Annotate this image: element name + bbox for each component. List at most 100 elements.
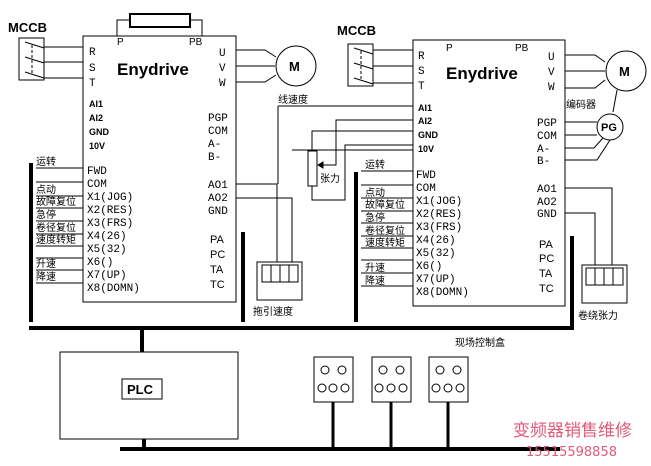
terminal-u-right: U [548,52,555,64]
terminal-x5-left: X5(32) [87,244,127,256]
terminal-pgp-right: PGP [537,118,557,130]
terminal-r-left: R [89,47,96,59]
terminal-v-left: V [219,63,226,75]
terminal-x7-right: X7(UP) [416,274,456,286]
mccb-left-contacts [24,41,45,79]
terminal-ao1-left: AO1 [208,180,228,192]
drive-left-box [82,35,237,303]
motor-right-icon [605,50,647,92]
right-digital-inputs: FWD COM X1(JOG) X2(RES) X3(FRS) X4(26) X… [416,170,469,299]
terminal-ai1-right: AI1 [418,103,432,113]
mccb-right-breaker [347,43,374,87]
terminal-p-left: P [117,37,124,48]
left-signal-labels: 运转 点动 故障复位 急停 卷径复位 速度转矩 升速 降速 [36,155,76,283]
field-control-box-label: 现场控制盒 [455,336,505,349]
terminal-x1-right: X1(JOG) [416,196,462,208]
tension-pot-wiper [322,119,413,166]
line-speed-label: 线速度 [278,93,308,106]
terminal-ai2-right: AI2 [418,116,432,126]
signal-down-right: 降速 [365,274,385,287]
terminal-pc-right: PC [539,253,554,265]
terminal-pgp-left: PGP [208,113,228,125]
right-ao-wires [565,187,613,265]
right-encoder-wires [565,121,611,161]
left-signal-wires [36,167,83,284]
encoder-coupling [612,89,618,113]
terminal-ta-right: TA [539,268,553,280]
terminal-gnd-right: GND [418,130,439,140]
terminal-x8-left: X8(DOMN) [87,283,140,295]
drive-right-box [412,39,566,307]
terminal-x4-right: X4(26) [416,235,456,247]
signal-run-right: 运转 [365,158,385,171]
brake-resistor-leads [116,19,203,36]
right-signal-labels: 运转 点动 故障复位 急停 卷径复位 速度转矩 升速 降速 [365,158,405,287]
terminal-gnd-ao-right: GND [537,209,557,221]
left-digital-inputs: FWD COM X1(JOG) X2(RES) X3(FRS) X4(26) X… [87,166,140,295]
encoder-label: 编码器 [566,98,596,111]
terminal-p-right: P [446,43,453,54]
encoder-pg-label: PG [601,122,617,134]
terminal-pb-left: PB [189,37,203,48]
terminal-pa-left: PA [210,234,225,246]
terminal-x2-left: X2(RES) [87,205,133,217]
terminal-pc-left: PC [210,249,225,261]
terminal-x6-right: X6() [416,261,442,273]
signal-reset-right: 故障复位 [365,198,405,211]
terminal-a-right: A- [537,144,550,156]
field-control-box-1 [313,356,354,403]
right-rst-wires [373,49,413,84]
terminal-x5-right: X5(32) [416,248,456,260]
signal-estop-right: 急停 [365,211,385,224]
signal-up-left: 升速 [36,258,56,270]
line-speed-wire [277,105,413,184]
terminal-tc-left: TC [210,279,225,291]
terminal-10v-right: 10V [418,144,434,154]
signal-up-right: 升速 [365,262,385,274]
terminal-b-left: B- [208,152,221,164]
drive-right-brand: Enydrive [446,64,518,83]
signal-jog-left: 点动 [36,184,56,196]
plc-label: PLC [127,382,154,397]
traction-speed-label: 拖引速度 [253,305,293,318]
signal-diam-reset-right: 卷径复位 [365,224,405,237]
wiper-arrow-icon [317,161,324,169]
drive-left-brand: Enydrive [117,60,189,79]
field-control-box-2 [371,356,412,403]
terminal-fwd-right: FWD [416,170,436,182]
terminal-x3-left: X3(FRS) [87,218,133,230]
right-uvw-wires [565,54,606,89]
mccb-right-label: MCCB [337,23,376,38]
terminal-pa-right: PA [539,239,554,251]
terminal-tc-right: TC [539,283,554,295]
terminal-v-right: V [548,67,555,79]
terminal-s-right: S [418,66,425,78]
terminal-x4-left: X4(26) [87,231,127,243]
signal-speed-torque-right: 速度转矩 [365,236,405,249]
winding-tension-meter [581,264,628,304]
terminal-t-right: T [418,81,425,93]
mccb-left-label: MCCB [8,20,47,35]
brake-resistor-icon [129,13,191,28]
plc-box [59,351,239,440]
terminal-fwd-left: FWD [87,166,107,178]
tension-pot-leads [311,130,413,201]
terminal-gnd-ao-left: GND [208,206,228,218]
terminal-gnd-left: GND [89,127,110,137]
left-ao-wires [236,183,293,262]
terminal-com-left: COM [87,179,107,191]
left-rst-wires [44,46,83,79]
right-signal-wires [361,170,413,287]
tension-potentiometer [307,150,318,187]
terminal-a-left: A- [208,139,221,151]
terminal-r-right: R [418,51,425,63]
terminal-x2-right: X2(RES) [416,209,462,221]
terminal-x1-left: X1(JOG) [87,192,133,204]
terminal-ai2-left: AI2 [89,113,103,123]
motor-left-label: M [289,59,300,74]
signal-diam-reset-left: 卷径复位 [36,221,76,234]
terminal-ao1-right: AO1 [537,184,557,196]
watermark-phone: 15515598858 [526,445,617,460]
terminal-10v-left: 10V [89,141,105,151]
left-uvw-wires [236,49,277,83]
